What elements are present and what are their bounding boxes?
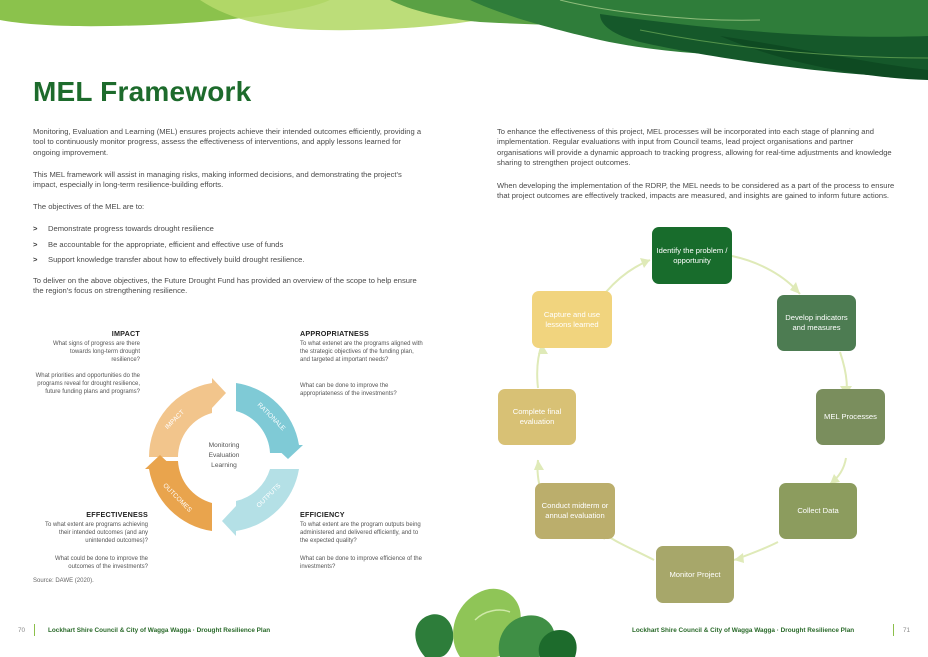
appropriatness-question-2: What can be done to improve the appropri…	[300, 383, 397, 398]
appropriatness-question-1: To what extenet are the programs aligned…	[300, 341, 423, 364]
bottom-leaf-decoration	[415, 588, 577, 657]
chevron-right-icon: >	[33, 239, 38, 249]
ring-center-line-3: Learning	[211, 462, 237, 469]
efficiency-heading: EFFICIENCY	[300, 510, 345, 519]
collect-data-box: Collect Data	[779, 483, 857, 539]
impact-question-1: What signs of progress are there towards…	[52, 341, 140, 364]
right-paragraph-1: To enhance the effectiveness of this pro…	[497, 127, 892, 168]
page-number-right: 71	[903, 627, 911, 634]
effectiveness-question-2: What could be done to improve the outcom…	[54, 556, 148, 571]
efficiency-question-2: What can be done to improve efficience o…	[300, 556, 422, 571]
outputs-segment	[228, 469, 299, 531]
objectives-list: >Demonstrate progress towards drought re…	[33, 221, 428, 268]
chevron-right-icon: >	[33, 255, 38, 264]
objectives-intro: The objectives of the MEL are to:	[33, 202, 145, 211]
monitor-project-box: Monitor Project	[656, 546, 734, 603]
capture-lessons-box: Capture and use lessons learned	[532, 291, 612, 348]
develop-indicators-box: Develop indicators and measures	[777, 295, 856, 351]
mel-processes-box: MEL Processes	[816, 389, 885, 445]
footer-text-left: Lockhart Shire Council & City of Wagga W…	[48, 627, 271, 634]
footer-divider-left	[34, 624, 35, 636]
footer-text-right: Lockhart Shire Council & City of Wagga W…	[632, 627, 855, 634]
effectiveness-heading: EFFECTIVENESS	[86, 510, 148, 519]
ring-center-line-2: Evaluation	[209, 452, 240, 459]
top-leaf-banner	[0, 0, 928, 80]
list-item: >Support knowledge transfer about how to…	[33, 252, 428, 268]
impact-segment	[149, 383, 220, 457]
impact-heading: IMPACT	[111, 329, 140, 338]
right-paragraph-2: When developing the implementation of th…	[497, 181, 895, 201]
chevron-right-icon: >	[33, 224, 38, 233]
outcomes-segment	[149, 461, 212, 531]
ring-center-line-1: Monitoring	[209, 442, 240, 449]
impact-question-2: What priorities and opportunities do the…	[35, 373, 140, 396]
efficiency-question-1: To what extent are the program outputs b…	[300, 522, 421, 545]
effectiveness-question-1: To what extent are programs achieving th…	[44, 522, 148, 545]
appropriatness-heading: APPROPRIATNESS	[300, 329, 369, 338]
source-note: Source: DAWE (2020).	[33, 578, 94, 584]
final-evaluation-box: Complete final evaluation	[498, 389, 576, 445]
deliver-paragraph: To deliver on the above objectives, the …	[33, 276, 417, 296]
mel-ring-diagram: IMPACT RATIONALE OUTCOMES OUTPUTS Monito…	[145, 378, 303, 536]
framework-paragraph: This MEL framework will assist in managi…	[33, 170, 402, 190]
footer-divider-right	[893, 624, 894, 636]
intro-paragraph: Monitoring, Evaluation and Learning (MEL…	[33, 127, 422, 157]
identify-problem-box: Identify the problem / opportunity	[652, 227, 732, 284]
list-item: >Demonstrate progress towards drought re…	[33, 221, 428, 237]
list-item: >Be accountable for the appropriate, eff…	[33, 237, 428, 253]
page-title: MEL Framework	[33, 76, 252, 107]
midterm-evaluation-box: Conduct midterm or annual evaluation	[535, 483, 615, 539]
page-number-left: 70	[18, 627, 26, 634]
rationale-segment	[236, 383, 299, 453]
